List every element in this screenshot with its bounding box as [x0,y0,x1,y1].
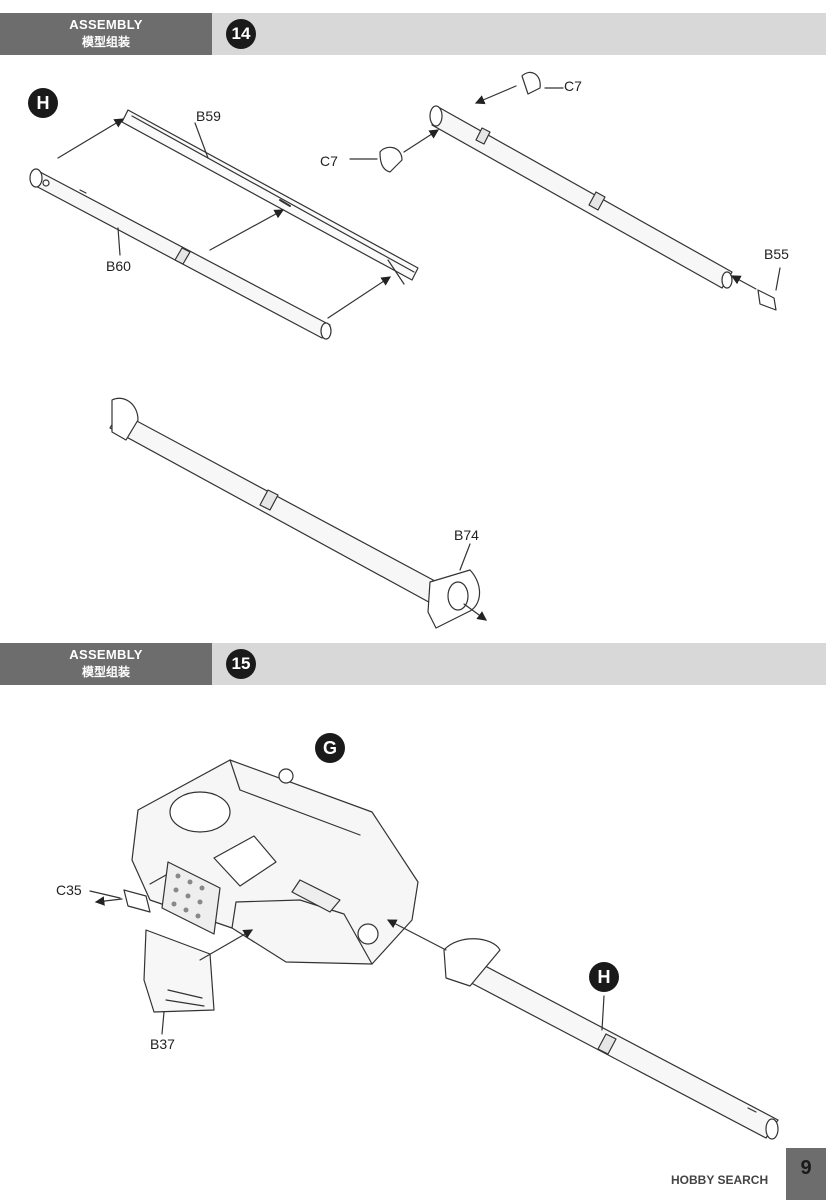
arrow-barrel-turret [386,919,447,951]
callout-c7-left: C7 [320,153,338,169]
callout-b37: B37 [150,1036,175,1052]
arrow-b74 [463,603,487,621]
step-15-number: 15 [226,649,256,679]
barrel-c7-b55-drawing [429,105,733,289]
leader-c35 [89,890,121,899]
leader-b60 [117,227,121,256]
step-14-header: ASSEMBLY 模型组装 14 [0,13,826,55]
callout-c7-right: C7 [564,78,582,94]
step-14-title: ASSEMBLY [69,17,143,32]
step-15-subtitle: 模型组装 [81,665,130,679]
leader-h-bottom [601,995,605,1031]
step-14-header-band [212,13,826,55]
step-14-header-label: ASSEMBLY 模型组装 [0,13,212,55]
step-15-header-band [212,643,826,685]
part-b37-detail [165,989,205,1007]
leader-b59 [194,122,209,159]
arrow-c35-right [149,874,167,885]
callout-b74: B74 [454,527,479,543]
marker-h-bottom: H [589,962,619,992]
arrow-c7-top [474,85,517,105]
barrel-h-drawing [443,938,779,1140]
part-b37-drawing [143,929,215,1013]
callout-c35: C35 [56,882,82,898]
leader-b37 [161,1011,165,1035]
part-b55-drawing [757,289,777,311]
part-c7-left-drawing [379,146,403,173]
step-15-title: ASSEMBLY [69,647,143,662]
step-14-subtitle: 模型组装 [81,35,130,49]
marker-g: G [315,733,345,763]
arrow-b55 [730,275,757,290]
step-15-header-label: ASSEMBLY 模型组装 [0,643,212,685]
leader-b55 [775,267,781,291]
barrel-b74-drawing [109,397,481,629]
callout-b59: B59 [196,108,221,124]
marker-h-top: H [28,88,58,118]
arrow-b60-b59-mid [209,209,285,251]
arrow-b37 [199,929,254,961]
barrel-b60-drawing [29,168,332,340]
leader-b74 [459,543,471,571]
callout-b60: B60 [106,258,131,274]
part-c35-drawing [123,889,151,913]
step-15-header: ASSEMBLY 模型组装 15 [0,643,826,685]
arrow-b60-b59-left [57,118,125,159]
turret-g-drawing [131,759,419,965]
arrow-c35-left [94,896,123,906]
arrow-c7-left [403,129,440,153]
watermark: HOBBY SEARCH [668,1172,772,1188]
step-14-number: 14 [226,19,256,49]
part-c7-top-drawing [521,71,541,95]
page-number: 9 [786,1148,826,1200]
arrow-b60-b59-right [327,276,392,319]
callout-b55: B55 [764,246,789,262]
part-b59-drawing [121,109,419,285]
